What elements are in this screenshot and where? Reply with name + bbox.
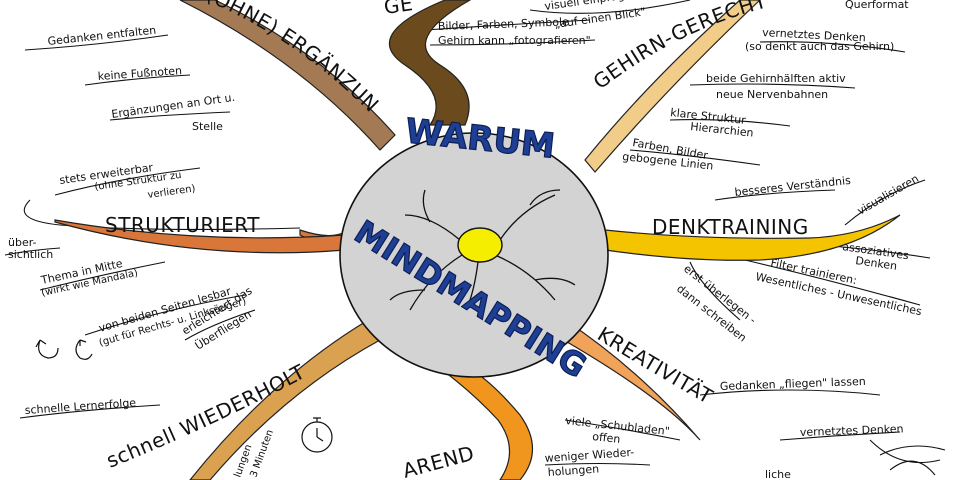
center-node: WARUM MINDMAPPING <box>339 111 609 386</box>
neuron-core <box>457 227 503 263</box>
note-ergaenzungen-4: Stelle <box>192 120 223 133</box>
branch-top <box>388 0 472 126</box>
branch-kreativitaet <box>554 319 701 441</box>
branch-label-bottom: AREND <box>400 441 477 480</box>
rotate-arrow-icon-2 <box>75 339 93 360</box>
note-denktraining-4: Denken <box>855 254 898 273</box>
branch-gehirn <box>584 0 761 173</box>
neuron-icon <box>389 189 576 311</box>
rotate-arrow-icon <box>35 339 59 359</box>
note-top-2: Gehirn kann „fotografieren" <box>438 34 591 47</box>
branch-label-wiederholt: schnell WIEDERHOLT <box>103 359 309 472</box>
note-kreativitaet-3: offen <box>592 430 621 446</box>
note-gehirn-1: Querformat <box>845 0 909 11</box>
note-strukturiert-5: sichtlich <box>8 248 53 261</box>
note-gehirn-4: beide Gehirnhälften aktiv <box>706 72 846 85</box>
branch-label-strukturiert: STRUKTURIERT <box>105 213 260 237</box>
note-top-1: Bilder, Farben, Symbole <box>438 15 570 33</box>
branch-bottom <box>443 367 533 480</box>
branch-label-denktraining: DENKTRAINING <box>652 215 809 239</box>
note-kreativitaet-5: liche <box>765 468 791 480</box>
note-ergaenzungen-3: Ergänzungen an Ort u. <box>111 91 236 121</box>
note-bottom-2: holungen <box>547 462 599 479</box>
note-strukturiert-4: über- <box>8 236 37 249</box>
note-gehirn-5: neue Nervenbahnen <box>716 88 828 101</box>
note-gehirn-2: vernetztes Denken <box>762 26 866 44</box>
note-ergaenzungen-2: keine Fußnoten <box>97 64 182 83</box>
branch-ergaenzungen <box>179 0 396 151</box>
note-gehirn-3: (so denkt auch das Gehirn) <box>745 40 894 53</box>
note-wiederholt-3: 3 Minuten <box>248 428 275 479</box>
note-denktraining-1: besseres Verständnis <box>734 174 852 199</box>
note-bottom-1: weniger Wieder- <box>544 446 634 465</box>
note-strukturiert-3: verlieren) <box>147 183 196 201</box>
branch-label-top: GE <box>382 0 414 19</box>
note-kreativitaet-1: Gedanken „fliegen" lassen <box>720 375 866 393</box>
branches <box>54 0 901 480</box>
stopwatch-icon <box>301 417 333 453</box>
branch-wiederholt <box>189 321 381 480</box>
note-lines <box>4 0 946 476</box>
branch-denktraining <box>604 214 901 261</box>
note-kreativitaet-4: vernetztes Denken <box>800 422 904 439</box>
note-ergaenzungen-1: Gedanken entfalten <box>47 24 157 48</box>
note-denktraining-2: visualisieren <box>855 172 921 218</box>
note-wiederholt-1: schnelle Lernerfolge <box>24 396 136 417</box>
